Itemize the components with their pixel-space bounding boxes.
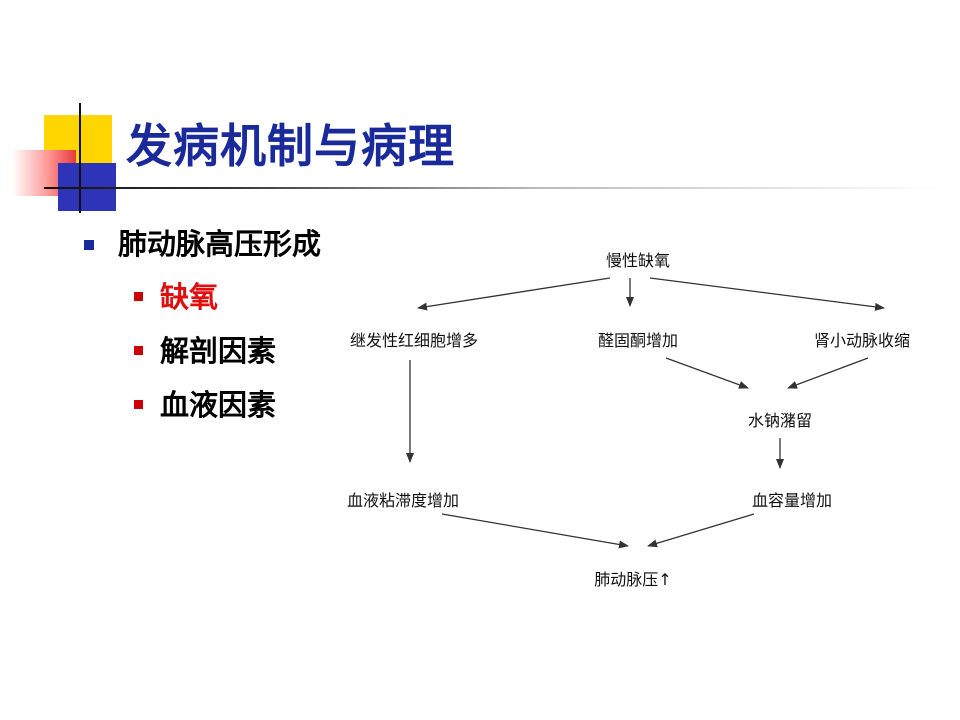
slide-title: 发病机制与病理 xyxy=(126,119,455,173)
bullet-square-icon xyxy=(134,346,143,355)
sub-bullet-text: 解剖因素 xyxy=(160,334,277,368)
arrow-renal-to-retention xyxy=(787,357,869,389)
node-pulmonary-pressure: 肺动脉压↑ xyxy=(594,570,671,589)
sub-bullet-anatomy: 解剖因素 xyxy=(82,324,321,378)
arrow-hypoxia-to-polycythemia xyxy=(417,277,611,311)
node-blood-viscosity: 血液粘滞度增加 xyxy=(347,491,459,510)
title-underline xyxy=(44,187,944,189)
sub-bullet-text: 缺氧 xyxy=(160,280,219,314)
arrow-aldosterone-to-retention xyxy=(665,357,749,389)
sub-bullet-container: 缺氧 解剖因素 血液因素 xyxy=(82,270,321,432)
arrow-volume-to-pressure xyxy=(647,513,755,548)
node-aldosterone: 醛固酮增加 xyxy=(598,331,678,350)
bullet-list: 肺动脉高压形成 缺氧 解剖因素 血液因素 xyxy=(82,224,321,432)
bullet-square-icon xyxy=(84,240,94,250)
bullet-square-icon xyxy=(134,400,143,409)
node-renal-arteriole-constriction: 肾小动脉收缩 xyxy=(814,331,910,350)
bullet-main-text: 肺动脉高压形成 xyxy=(118,227,322,261)
arrow-hypoxia-to-renal xyxy=(649,277,885,311)
node-blood-volume: 血容量增加 xyxy=(752,491,832,510)
sub-bullet-blood: 血液因素 xyxy=(82,378,321,432)
node-polycythemia: 继发性红细胞增多 xyxy=(350,331,478,350)
sub-bullet-text: 血液因素 xyxy=(160,388,277,422)
flowchart: 慢性缺氧 继发性红细胞增多 醛固酮增加 肾小动脉收缩 水钠潴留 血液粘滞度增加 … xyxy=(347,251,910,589)
node-chronic-hypoxia: 慢性缺氧 xyxy=(606,251,670,270)
bullet-square-icon xyxy=(134,292,143,301)
node-sodium-water-retention: 水钠潴留 xyxy=(748,411,812,430)
title-ornament-vertical-line xyxy=(79,103,81,213)
sub-bullet-list: 缺氧 解剖因素 血液因素 xyxy=(82,270,321,432)
sub-bullet-hypoxia: 缺氧 xyxy=(82,270,321,324)
bullet-main: 肺动脉高压形成 xyxy=(82,224,321,264)
arrow-viscosity-to-pressure xyxy=(441,513,629,549)
